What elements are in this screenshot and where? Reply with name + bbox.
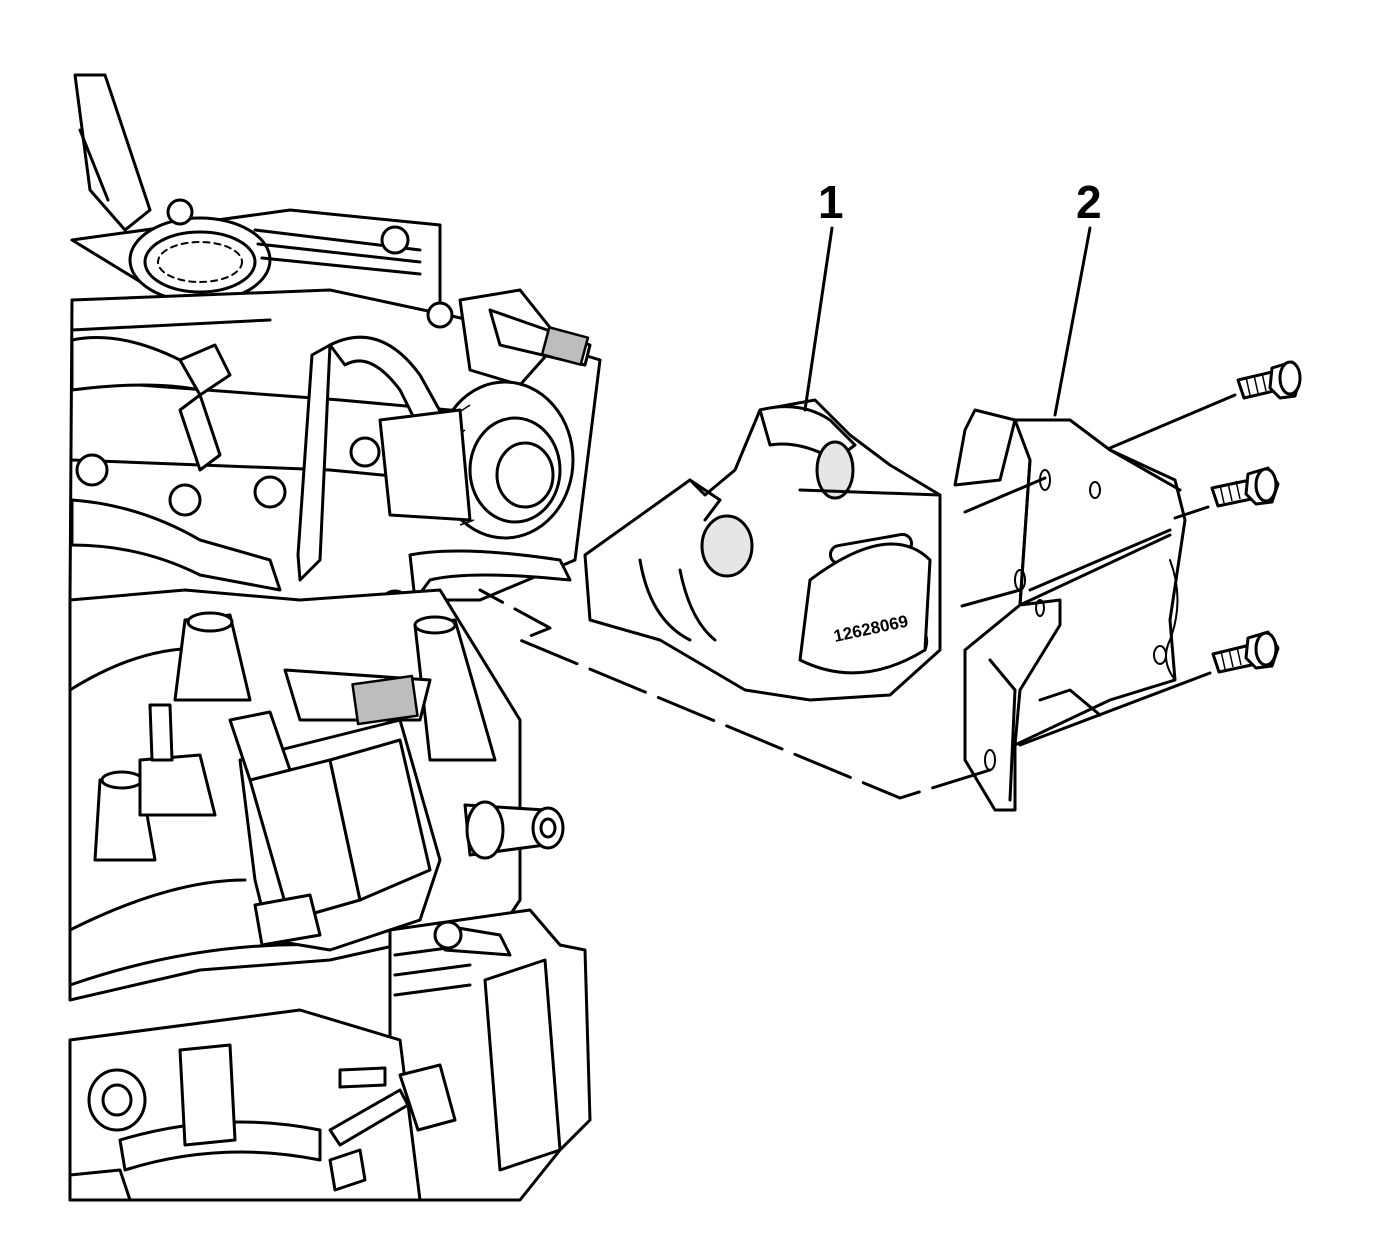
callout-1-label: 1 [818, 176, 844, 228]
manifold-posts [93, 611, 497, 862]
bolt-upper [1236, 360, 1302, 400]
callout-2: 2 [1053, 176, 1102, 417]
top-sensor-connector [458, 288, 592, 387]
part-2-bracket [953, 408, 1187, 812]
mounting-bolts [1210, 360, 1302, 674]
lower-connectors [328, 1063, 457, 1147]
engine-assembly [68, 73, 602, 1202]
solenoid-valve [228, 668, 442, 952]
callout-1: 1 [803, 176, 844, 412]
bolt-lower [1211, 630, 1280, 674]
throttle-body-ring [128, 216, 272, 304]
round-actuator [378, 380, 575, 540]
side-fitting [463, 800, 565, 860]
callout-2-label: 2 [1076, 176, 1102, 228]
lower-housing [388, 908, 592, 1202]
bottom-pulley [68, 1008, 422, 1202]
alignment-lines [478, 393, 1237, 800]
engine-bolts [75, 198, 454, 621]
part-1-cover: 12628069 [583, 398, 942, 702]
bolt-middle [1210, 466, 1280, 508]
